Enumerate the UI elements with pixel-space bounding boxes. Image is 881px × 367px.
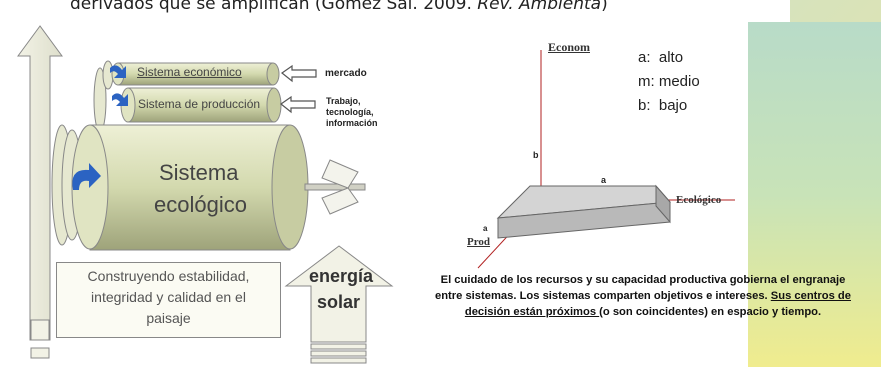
caption-line-2: entre sistemas. Los sistemas comparten o… [435, 290, 851, 302]
cylinder-produccion [120, 87, 282, 123]
axle-propeller [304, 159, 366, 215]
input-arrows [279, 64, 317, 114]
legend-item: m: medio [638, 73, 700, 90]
cuboid [496, 184, 672, 239]
label-energia: energía [309, 266, 374, 286]
mark-prod-a: a [483, 224, 488, 233]
caption: El cuidado de los recursos y su capacida… [405, 272, 881, 320]
label-informacion: información [326, 118, 378, 128]
energia-arrow [284, 245, 394, 364]
label-trabajo: Trabajo, [326, 96, 361, 106]
stability-box: Construyendo estabilidad, integridad y c… [56, 262, 281, 338]
label-ecologico: ecológico [154, 192, 247, 217]
legend-item: b: bajo [638, 97, 688, 114]
mark-a: a [601, 175, 607, 185]
axis-label-ecologico: Ecológico [676, 194, 722, 206]
axis-label-econom: Econom [548, 40, 590, 54]
label-sistema-economico: Sistema económico [137, 65, 242, 79]
header-strip: derivados que se amplifican (Gómez Sal. … [0, 0, 790, 24]
label-solar: solar [317, 292, 361, 312]
caption-line-3: decisión están próximos (o son coinciden… [464, 306, 822, 318]
caption-line-1: El cuidado de los recursos y su capacida… [440, 274, 846, 286]
label-tecnologia: tecnología, [326, 107, 374, 117]
label-mercado: mercado [325, 68, 367, 79]
small-square-1 [30, 319, 50, 341]
mark-b: b [533, 150, 539, 160]
right-gradient-strip [748, 22, 881, 367]
small-square-2 [30, 347, 50, 359]
header-text: derivados que se amplifican (Gómez Sal. … [70, 0, 608, 14]
legend-item: a: alto [638, 49, 684, 66]
label-sistema: Sistema [159, 160, 239, 185]
axis-label-prod: Prod [467, 236, 491, 248]
rotation-arrows [72, 65, 128, 190]
legend: a: alto m: medio b: bajo [638, 46, 700, 118]
cylinder-ecologico [71, 124, 309, 251]
label-sistema-produccion: Sistema de producción [138, 97, 261, 111]
